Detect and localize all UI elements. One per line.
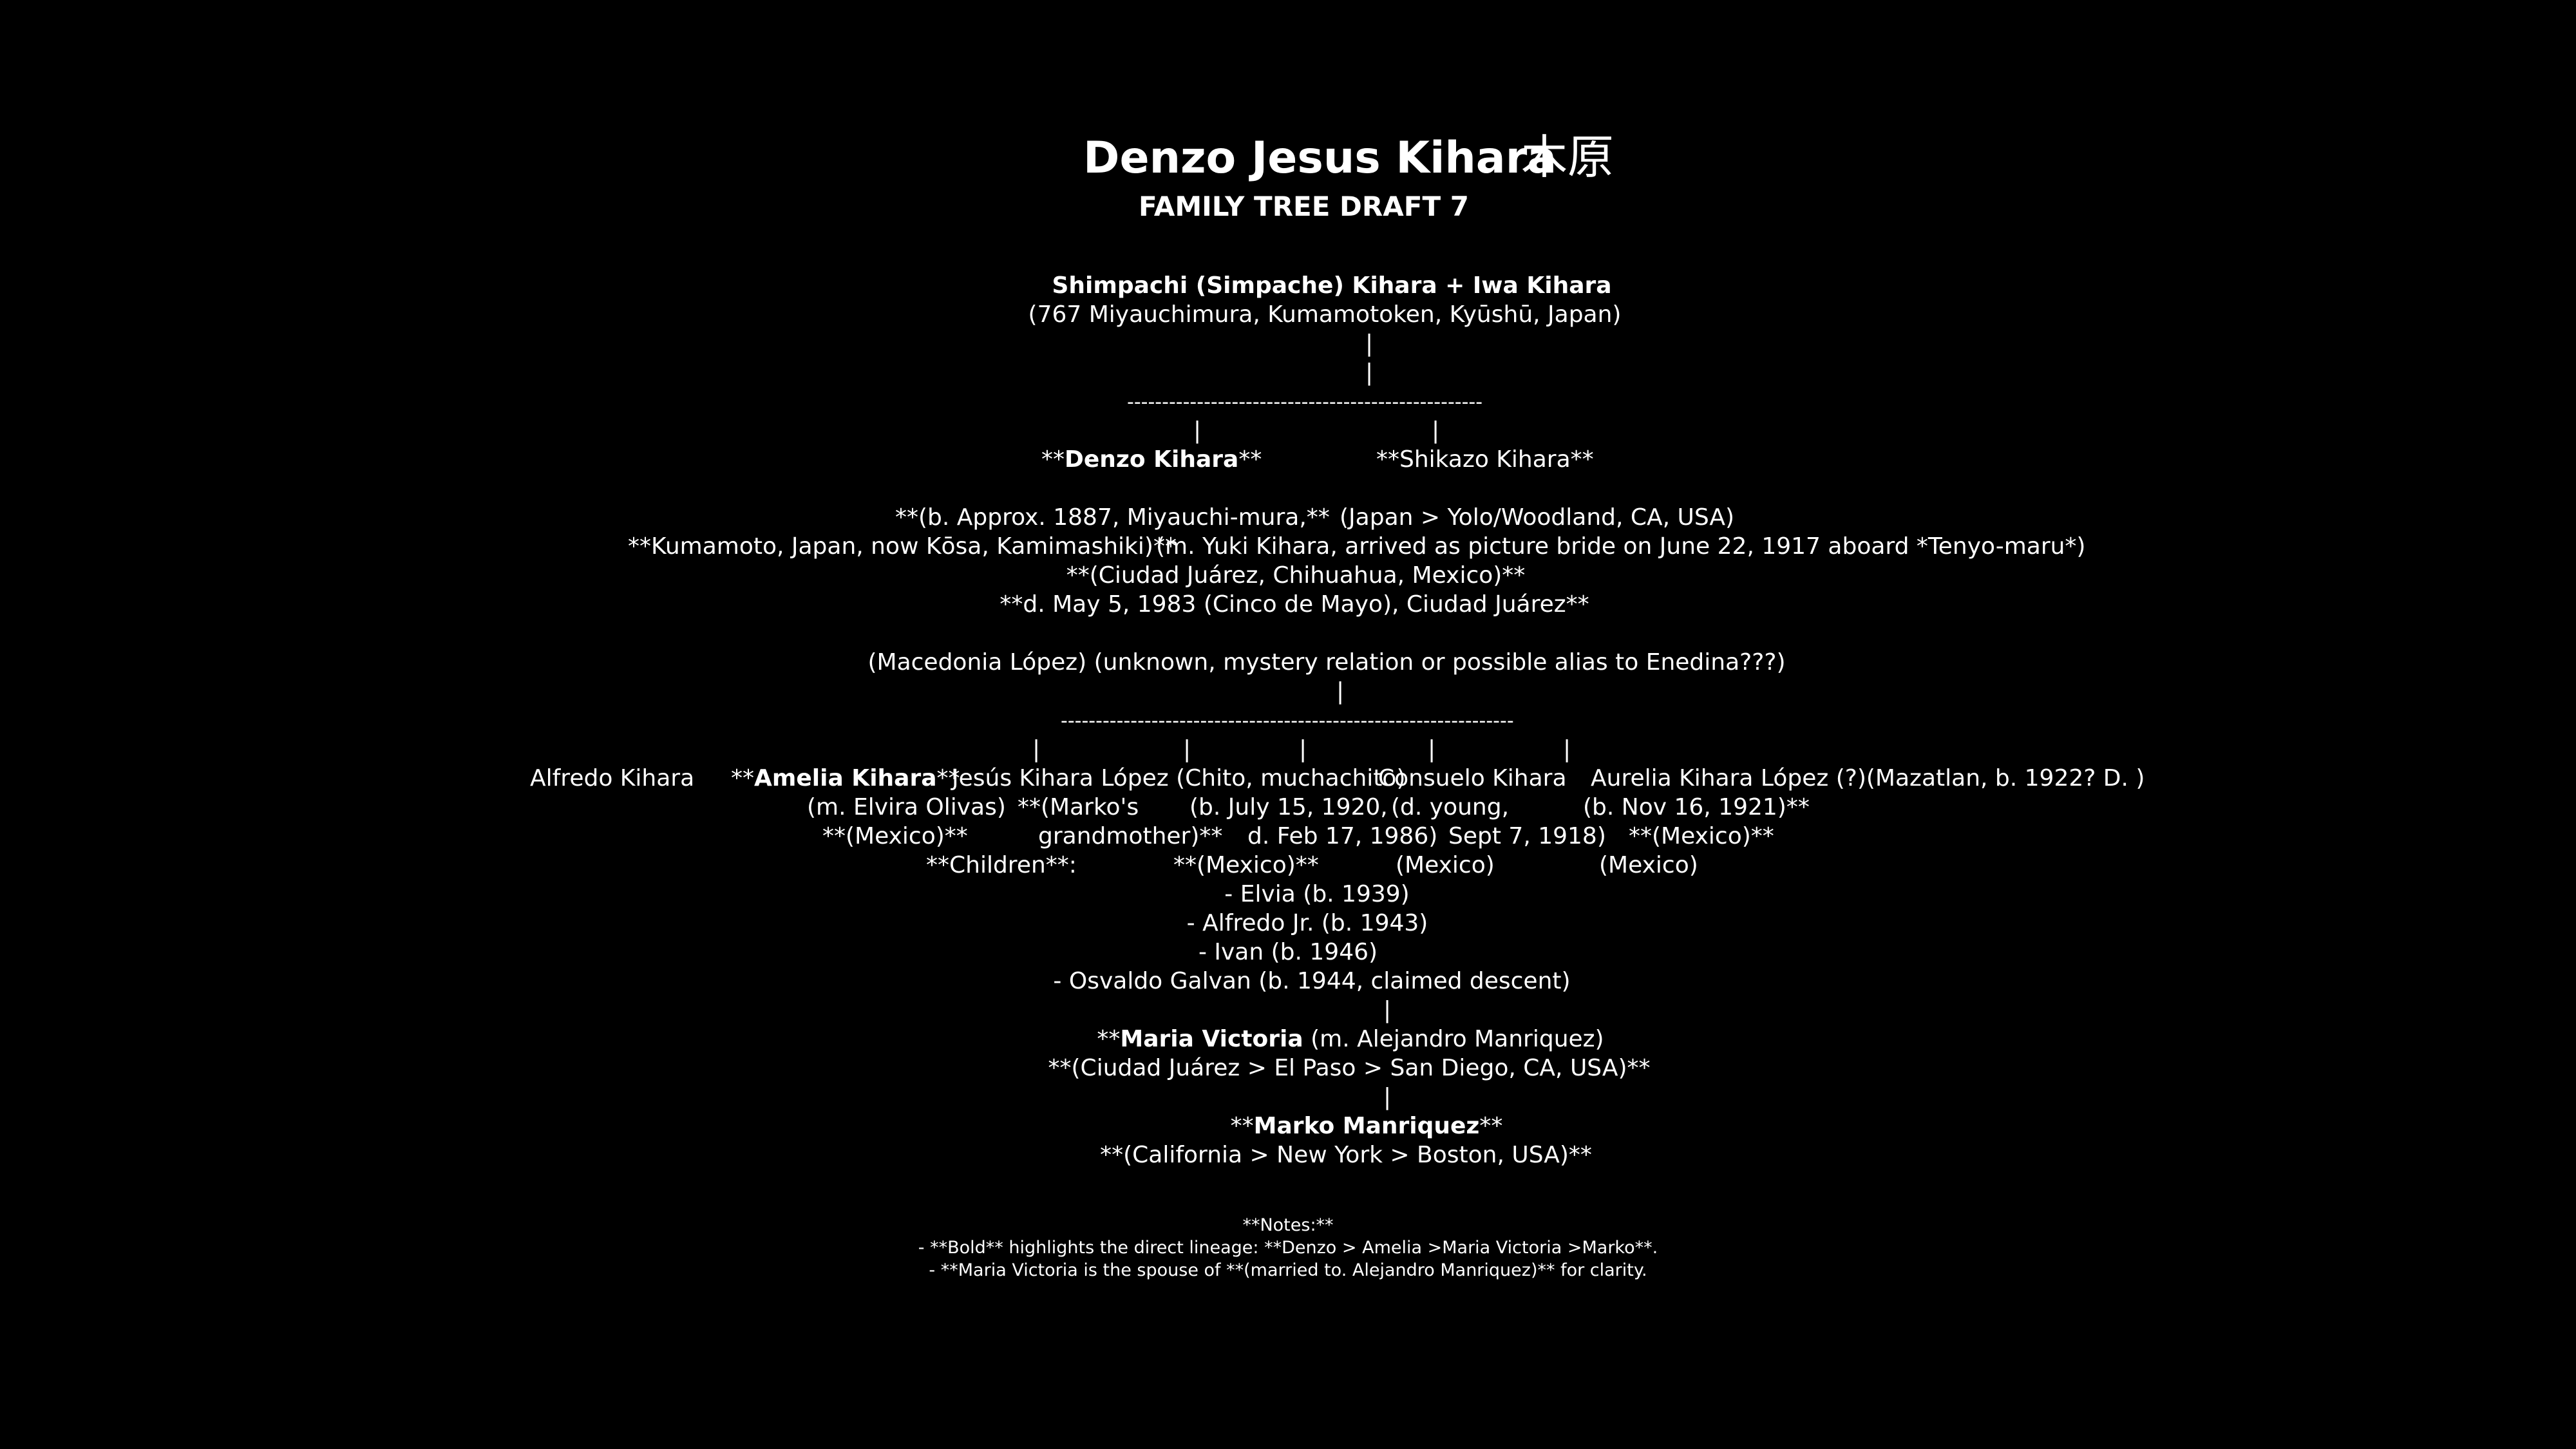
marko-manriquez: **Marko Manriquez**	[1230, 1113, 1503, 1139]
amelia-note-cont: grandmother)**	[1038, 823, 1223, 849]
aurelia-birth: (b. Nov 16, 1921)**	[1583, 794, 1810, 820]
connector-bar: |	[1193, 417, 1202, 444]
child-item: - Ivan (b. 1946)	[1198, 939, 1378, 965]
denzo-birth: **(b. Approx. 1887, Miyauchi-mura,**	[895, 504, 1330, 531]
aurelia-kihara-lopez: Aurelia Kihara López (?)(Mazatlan, b. 19…	[1591, 765, 2145, 791]
connector-bar: |	[1383, 997, 1392, 1023]
amelia-note: **(Marko's	[1018, 794, 1139, 820]
parents-names: Shimpachi (Simpache) Kihara + Iwa Kihara	[1052, 272, 1612, 299]
children-heading: **Children**:	[926, 852, 1077, 878]
denzo-death: **d. May 5, 1983 (Cinco de Mayo), Ciudad…	[999, 591, 1589, 618]
connector-bar: |	[1432, 417, 1440, 444]
notes-line: - **Bold** highlights the direct lineage…	[918, 1238, 1658, 1258]
marko-route: **(California > New York > Boston, USA)*…	[1100, 1142, 1592, 1168]
consuelo-kihara: Consuelo Kihara	[1378, 765, 1567, 791]
macedonia-lopez: (Macedonia López) (unknown, mystery rela…	[867, 649, 1786, 676]
parents-origin: (767 Miyauchimura, Kumamotoken, Kyūshū, …	[1028, 301, 1622, 328]
consuelo-death-date: Sept 7, 1918)	[1448, 823, 1606, 849]
horizontal-connector: ----------------------------------------…	[1127, 391, 1483, 413]
consuelo-death: (d. young,	[1391, 794, 1510, 820]
horizontal-connector: ----------------------------------------…	[1061, 710, 1514, 732]
connector-bar: |	[1365, 330, 1374, 357]
connector-bar: |	[1365, 359, 1374, 386]
consuelo-location: (Mexico)	[1396, 852, 1495, 878]
connector-bar: |	[1032, 736, 1041, 762]
maria-route: **(Ciudad Juárez > El Paso > San Diego, …	[1048, 1055, 1651, 1081]
jesus-location: **(Mexico)**	[1173, 852, 1319, 878]
child-item: - Osvaldo Galvan (b. 1944, claimed desce…	[1053, 968, 1571, 994]
jesus-kihara-lopez: Jesús Kihara López (Chito, muchachito)	[952, 765, 1406, 791]
connector-bar: |	[1383, 1084, 1392, 1110]
aurelia-location-2: (Mexico)	[1599, 852, 1698, 878]
shikazo-route: (Japan > Yolo/Woodland, CA, USA)	[1340, 504, 1735, 531]
page-title: Denzo Jesus Kihara	[1083, 133, 1557, 184]
alfredo-marriage: (m. Elvira Olivas)	[807, 794, 1006, 820]
page-subtitle: FAMILY TREE DRAFT 7	[1139, 191, 1469, 222]
jesus-birth: (b. July 15, 1920,	[1189, 794, 1388, 820]
child-item: - Alfredo Jr. (b. 1943)	[1186, 910, 1428, 936]
shikazo-marriage: (m. Yuki Kihara, arrived as picture brid…	[1156, 533, 2086, 560]
child-item: - Elvia (b. 1939)	[1224, 881, 1410, 907]
notes-line: - **Maria Victoria is the spouse of **(m…	[929, 1260, 1647, 1280]
alfredo-location: **(Mexico)**	[822, 823, 968, 849]
connector-bar: |	[1563, 736, 1571, 762]
jesus-death: d. Feb 17, 1986)	[1247, 823, 1438, 849]
alfredo-kihara: Alfredo Kihara	[530, 765, 695, 791]
kanji-surname: 木原	[1521, 130, 1615, 184]
denzo-birthplace: **Kumamoto, Japan, now Kōsa, Kamimashiki…	[628, 533, 1177, 560]
connector-bar: |	[1183, 736, 1191, 762]
aurelia-location: **(Mexico)**	[1629, 823, 1774, 849]
connector-bar: |	[1428, 736, 1436, 762]
maria-victoria: **Maria Victoria (m. Alejandro Manriquez…	[1097, 1026, 1604, 1052]
denzo-kihara: **Denzo Kihara**	[1041, 446, 1262, 473]
connector-bar: |	[1299, 736, 1307, 762]
denzo-residence: **(Ciudad Juárez, Chihuahua, Mexico)**	[1066, 562, 1526, 589]
notes-heading: **Notes:**	[1242, 1215, 1334, 1235]
connector-bar: |	[1336, 678, 1345, 705]
shikazo-kihara: **Shikazo Kihara**	[1376, 446, 1594, 473]
amelia-kihara: **Amelia Kihara**	[731, 765, 960, 791]
